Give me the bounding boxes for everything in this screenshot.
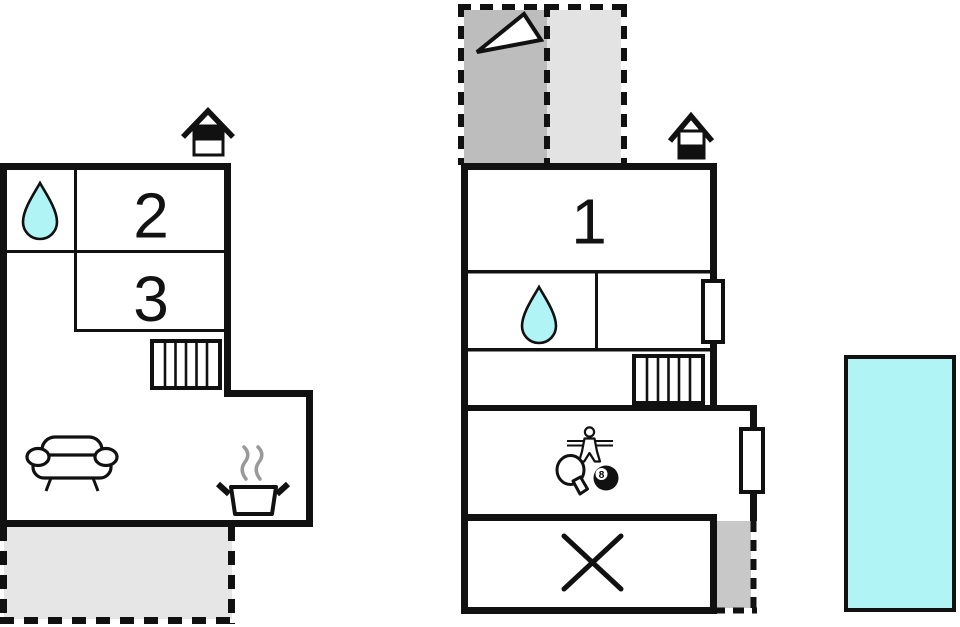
- room-2-label: 2: [133, 180, 169, 252]
- sofa-icon: [25, 435, 119, 492]
- dashed-top-border: [458, 4, 627, 165]
- wall-segment: [595, 270, 598, 351]
- terrace-right-area: [714, 521, 757, 614]
- walls-left-outer: [0, 163, 313, 527]
- wall-segment: [224, 390, 313, 397]
- wall-segment: [461, 405, 757, 411]
- room-3-label: 3: [133, 263, 169, 335]
- building-left: 2 3: [0, 107, 313, 624]
- wall-segment: [461, 163, 468, 614]
- wall-segment: [468, 348, 710, 352]
- building-right: 1: [458, 4, 765, 614]
- house-upper-level-icon: [181, 107, 235, 157]
- stairs-icon: [150, 339, 222, 390]
- wall-segment: [468, 270, 710, 274]
- walls-left-interior: [7, 170, 224, 332]
- window-marker: [701, 279, 725, 344]
- steam-icon: [240, 445, 264, 481]
- water-drop-icon: [21, 180, 59, 241]
- wall-segment: [461, 514, 717, 521]
- eight-ball-label: 8: [599, 470, 605, 481]
- terrace-left-area: [0, 527, 235, 624]
- wall-segment: [0, 163, 231, 170]
- wall-segment: [710, 514, 717, 614]
- foosball-player-icon: [567, 426, 613, 463]
- dashed-area-light: [547, 10, 621, 163]
- eight-ball-icon: 8: [593, 465, 619, 491]
- wall-segment: [0, 520, 313, 527]
- cooking-pot-icon: [215, 445, 291, 516]
- games-icons: 8: [555, 426, 619, 496]
- wall-segment: [7, 250, 224, 253]
- room-1-label: 1: [571, 186, 607, 258]
- wall-segment: [224, 163, 231, 397]
- wall-segment: [461, 607, 717, 614]
- walls-right-interior: [468, 270, 710, 352]
- water-drop-icon: [520, 284, 558, 345]
- house-ground-level-icon: [667, 111, 715, 160]
- wall-segment: [306, 390, 313, 527]
- wall-segment: [0, 163, 7, 527]
- terrace-right-dashed-border: [714, 521, 757, 614]
- terrace-left-dashed-border: [0, 527, 235, 624]
- door-marker: [739, 427, 765, 494]
- direction-arrow-icon: [475, 11, 545, 54]
- table-tennis-paddle-icon: [555, 454, 589, 496]
- wall-segment: [461, 163, 717, 170]
- terrace-right-fill: [717, 521, 751, 608]
- dashed-top-areas: [458, 4, 627, 165]
- wall-segment: [74, 329, 224, 332]
- terrace-left-fill: [4, 527, 232, 619]
- stairs-icon: [632, 354, 705, 405]
- swimming-pool: [844, 355, 956, 612]
- crossed-area-icon: [561, 533, 624, 592]
